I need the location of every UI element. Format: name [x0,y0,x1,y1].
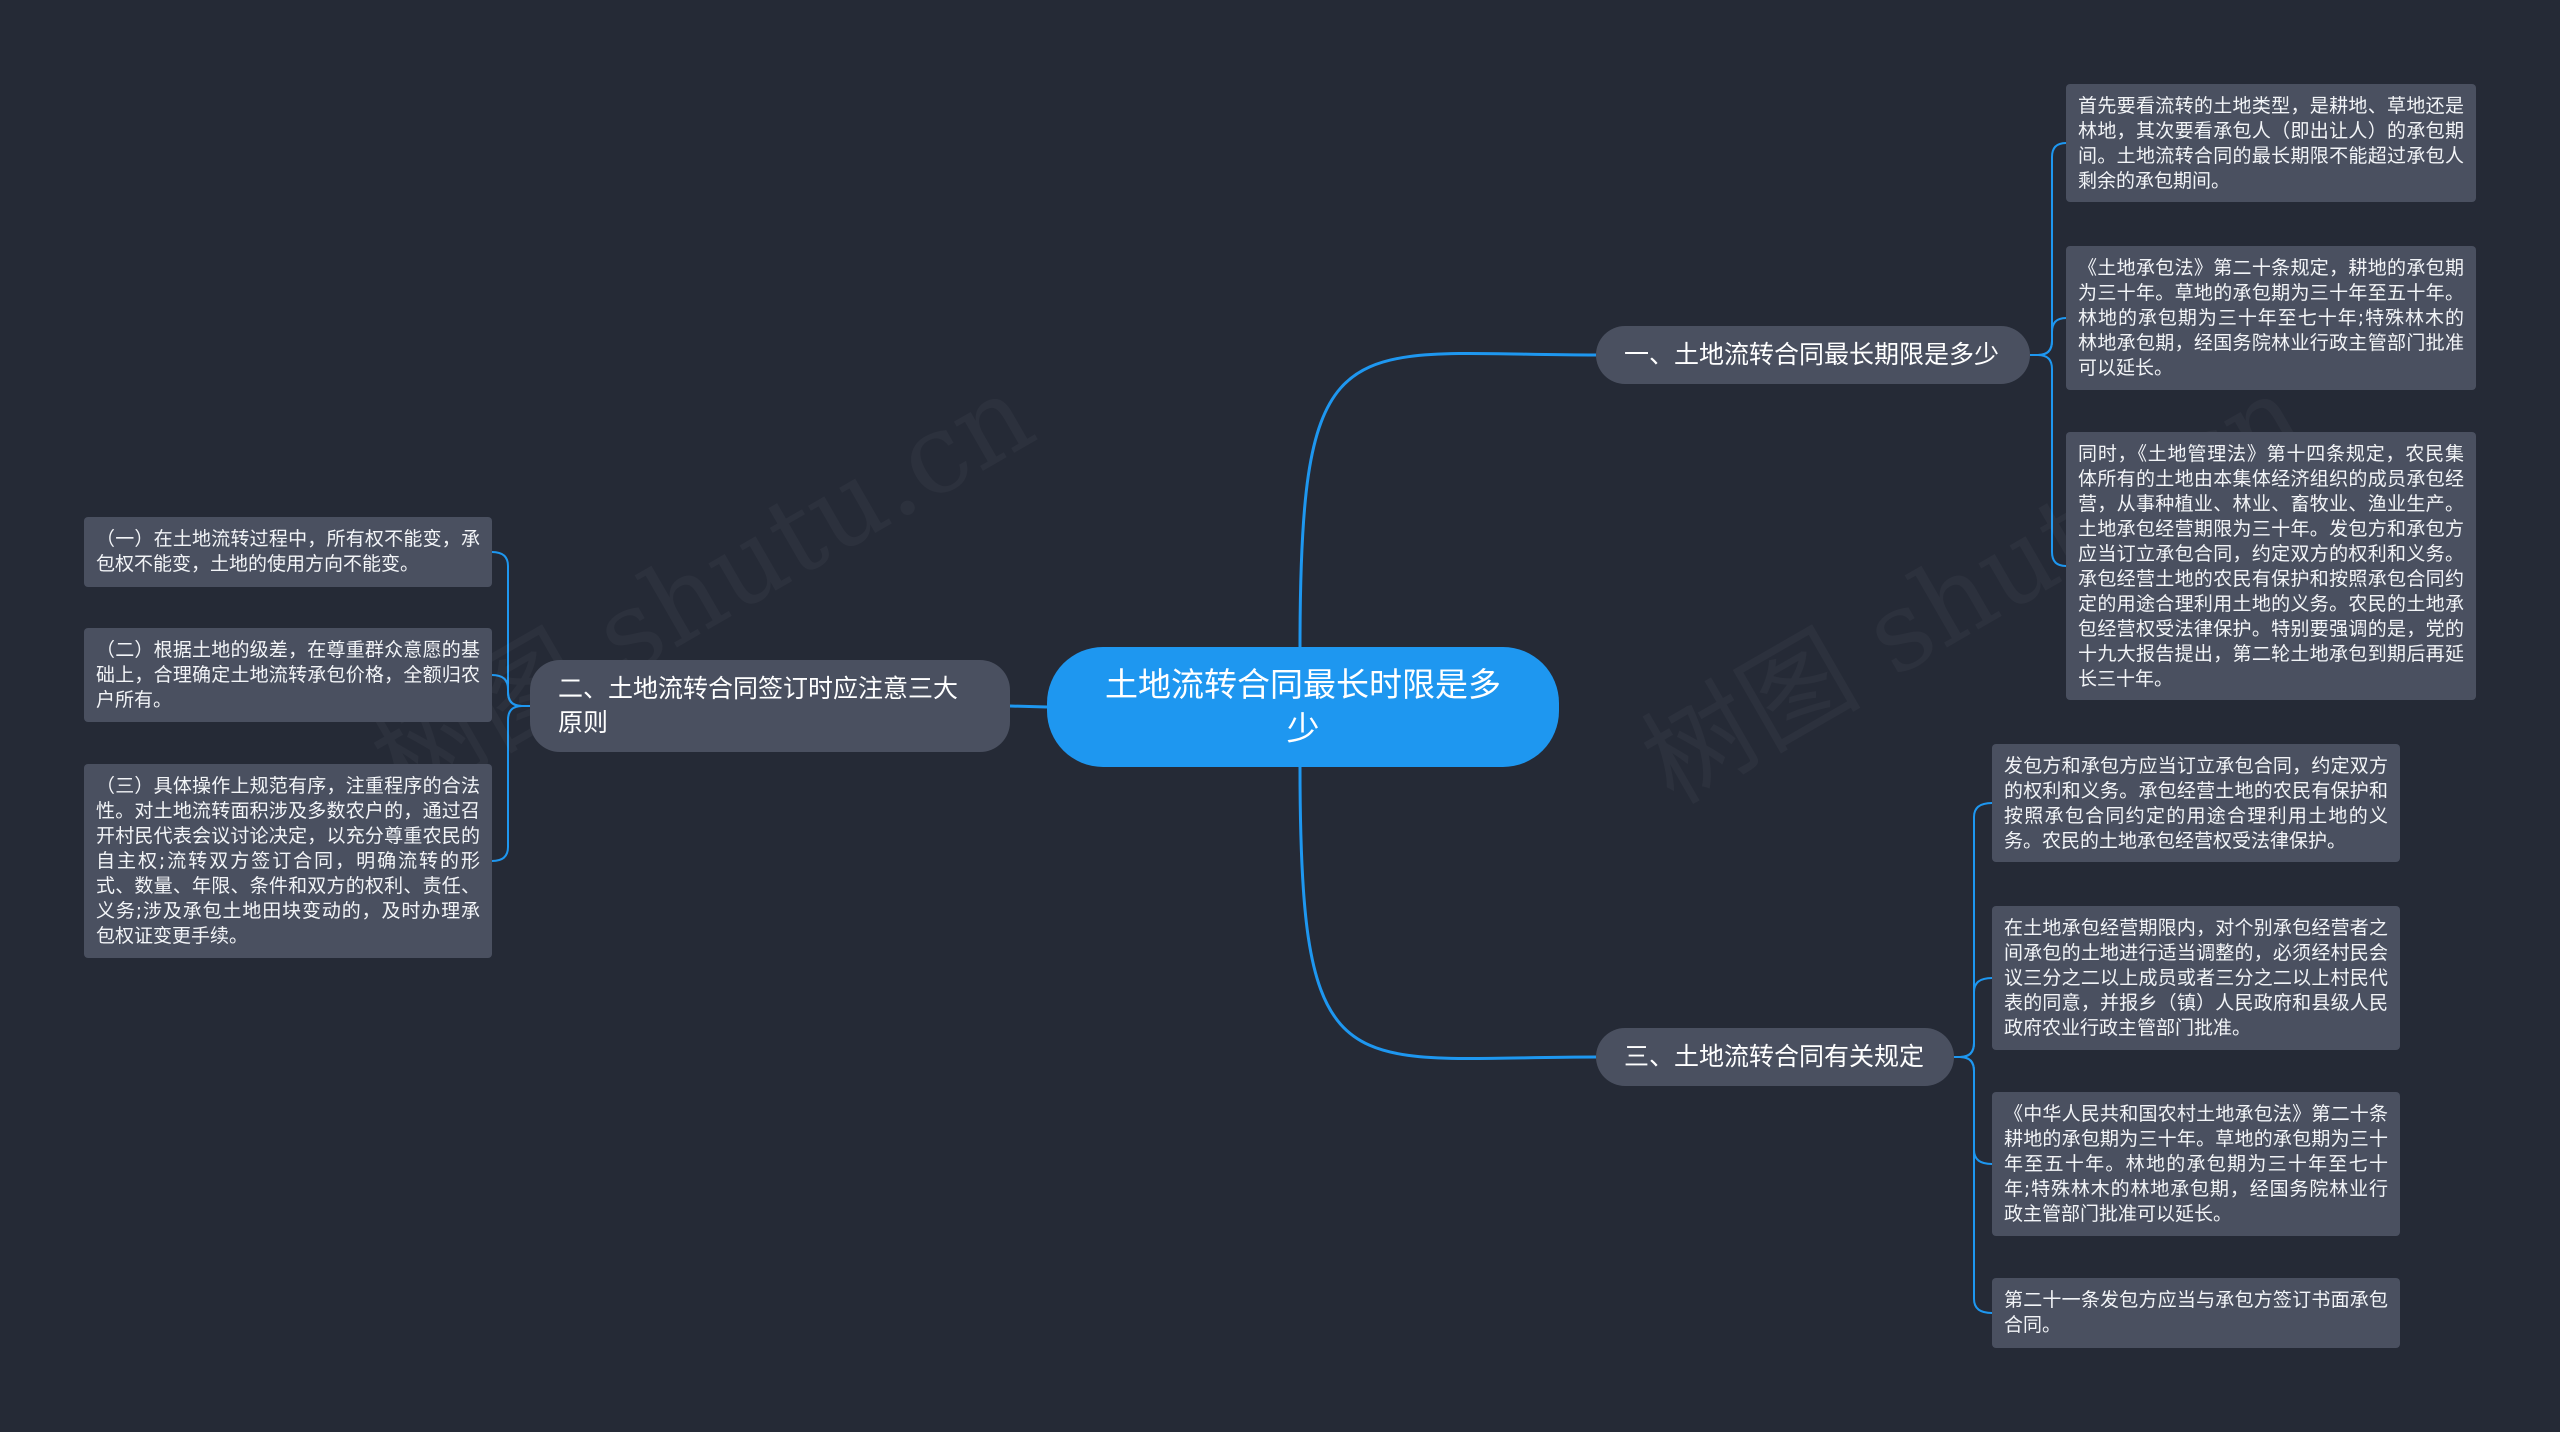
branch-topic-1[interactable]: 一、土地流转合同最长期限是多少 [1596,326,2030,384]
connector-line [2030,142,2067,356]
connector-line [1298,766,1597,1061]
leaf-note[interactable]: 首先要看流转的土地类型，是耕地、草地还是林地，其次要看承包人（即出让人）的承包期… [2066,84,2476,202]
branch-label: 一、土地流转合同最长期限是多少 [1624,340,2000,369]
root-topic[interactable]: 土地流转合同最长时限是多少 [1047,647,1559,767]
leaf-note[interactable]: 《土地承包法》第二十条规定，耕地的承包期为三十年。草地的承包期为三十年至五十年。… [2066,246,2476,390]
branch-label: 三、土地流转合同有关规定 [1624,1042,1925,1071]
connector-line [1954,977,1993,1058]
connector-line [491,705,530,862]
connector-line [491,674,530,707]
connector-line [2030,354,2067,567]
leaf-note[interactable]: 发包方和承包方应当订立承包合同，约定双方的权利和义务。承包经营土地的农民有保护和… [1992,744,2400,862]
branch-topic-3[interactable]: 三、土地流转合同有关规定 [1596,1028,1954,1086]
connector-line [1954,1056,1993,1314]
branch-label: 二、土地流转合同签订时应注意三大原则 [558,674,959,737]
connector-line [1298,351,1597,648]
leaf-note[interactable]: （三）具体操作上规范有序，注重程序的合法性。对土地流转面积涉及多数农户的，通过召… [84,764,492,958]
leaf-note[interactable]: （二）根据土地的级差，在尊重群众意愿的基础上，合理确定土地流转承包价格，全额归农… [84,628,492,722]
leaf-note[interactable]: 同时，《土地管理法》第十四条规定，农民集体所有的土地由本集体经济组织的成员承包经… [2066,432,2476,700]
root-title: 土地流转合同最长时限是多少 [1105,665,1501,748]
leaf-note[interactable]: 《中华人民共和国农村土地承包法》第二十条耕地的承包期为三十年。草地的承包期为三十… [1992,1092,2400,1236]
connector-line [2030,317,2067,356]
connector-line [1009,704,1048,709]
branch-topic-2[interactable]: 二、土地流转合同签订时应注意三大原则 [530,660,1010,752]
leaf-note[interactable]: （一）在土地流转过程中，所有权不能变，承包权不能变，土地的使用方向不能变。 [84,517,492,587]
leaf-note[interactable]: 在土地承包经营期限内，对个别承包经营者之间承包的土地进行适当调整的，必须经村民会… [1992,906,2400,1050]
leaf-note[interactable]: 第二十一条发包方应当与承包方签订书面承包合同。 [1992,1278,2400,1348]
